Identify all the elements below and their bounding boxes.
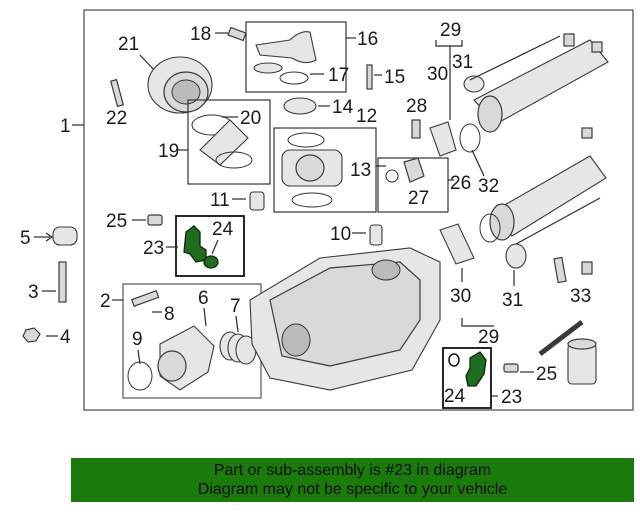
sensor-23-right[interactable] [465,351,487,387]
gasket-30-top [429,121,457,157]
group-13-box [273,127,377,213]
label-9[interactable]: 9 [132,329,143,350]
label-17[interactable]: 17 [328,65,349,86]
label-22[interactable]: 22 [106,108,127,129]
bolt-28 [411,119,421,139]
nut-4 [22,327,41,343]
label-20[interactable]: 20 [240,108,261,129]
bolt-25-left [147,214,163,226]
stud-3 [58,261,67,303]
fitting-10 [369,224,383,246]
part-info-banner: Part or sub-assembly is #23 in diagram D… [71,458,634,502]
label-3[interactable]: 3 [28,282,39,303]
supercharger-1 [249,247,441,391]
parts-diagram: 1 5 3 4 21 22 18 16 17 15 14 12 13 [20,9,634,411]
gasket-30-bottom [439,223,475,265]
label-30-bottom[interactable]: 30 [450,286,471,307]
label-23-right[interactable]: 23 [501,387,522,408]
label-7[interactable]: 7 [230,296,241,317]
label-30-top[interactable]: 30 [427,64,448,85]
label-4[interactable]: 4 [60,327,71,348]
label-8[interactable]: 8 [164,304,175,325]
group-16-box [245,21,347,93]
label-27[interactable]: 27 [408,188,429,209]
seal-24-left[interactable] [203,255,219,269]
sensor-box-left [175,215,245,277]
bolt-18 [227,26,247,42]
label-29-bottom[interactable]: 29 [478,327,499,348]
plug-11 [249,191,265,211]
banner-line-1: Part or sub-assembly is #23 in diagram [213,462,492,479]
bolt-15 [366,64,373,90]
bolt-8 [130,289,160,307]
banner-line-2: Diagram may not be specific to your vehi… [197,481,508,498]
group-19-box [187,99,271,185]
label-24-right[interactable]: 24 [444,386,466,407]
label-32[interactable]: 32 [478,176,499,197]
label-19[interactable]: 19 [158,141,179,162]
label-23-left[interactable]: 23 [143,238,164,259]
sensor-26 [403,157,425,183]
label-5[interactable]: 5 [20,228,31,249]
cover-20 [199,119,249,166]
group-26-box [377,157,449,213]
label-13[interactable]: 13 [350,160,371,181]
label-1[interactable]: 1 [60,116,71,137]
label-2[interactable]: 2 [100,291,111,312]
label-11[interactable]: 11 [210,190,230,211]
bolt-22 [110,78,124,108]
label-10[interactable]: 10 [330,224,351,245]
label-15[interactable]: 15 [384,67,405,88]
label-25a[interactable]: 25 [106,211,127,232]
label-29-top[interactable]: 29 [440,20,461,41]
label-33[interactable]: 33 [570,286,591,307]
seal-24-right[interactable] [448,353,460,367]
label-26[interactable]: 26 [450,173,471,194]
assembly-frame [83,9,634,411]
intercooler-bottom [489,155,607,269]
label-31-top[interactable]: 31 [452,52,473,73]
label-18[interactable]: 18 [190,24,211,45]
label-12[interactable]: 12 [356,106,377,127]
label-24-left[interactable]: 24 [212,219,234,240]
sensor-box-right [442,347,492,409]
label-28[interactable]: 28 [406,96,427,117]
bellows-7 [219,331,257,365]
rod-33 [538,320,584,356]
label-6[interactable]: 6 [198,288,209,309]
sensor-23-left[interactable] [183,225,207,263]
flange-14 [283,97,317,115]
label-31-bottom[interactable]: 31 [502,290,523,311]
duct-16 [255,31,317,64]
label-25b[interactable]: 25 [536,364,557,385]
label-21[interactable]: 21 [118,34,139,55]
intercooler-top [463,35,609,133]
gasket-5 [52,226,78,246]
filter-33 [567,343,597,385]
bolt-25-right [503,363,519,373]
label-16[interactable]: 16 [357,29,378,50]
label-14[interactable]: 14 [332,97,354,118]
